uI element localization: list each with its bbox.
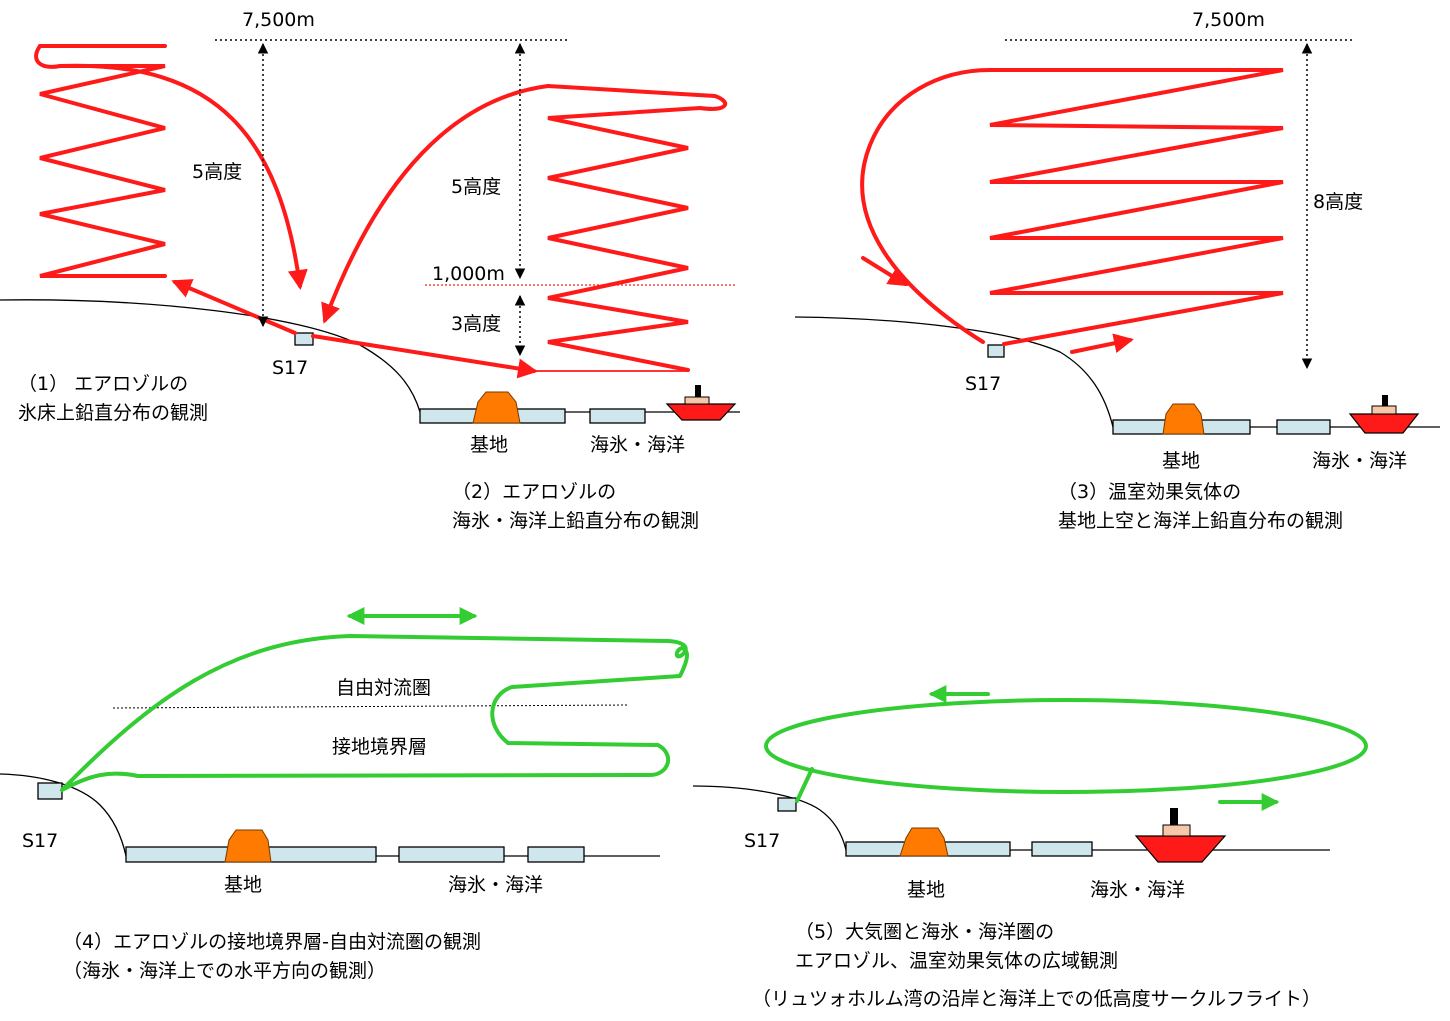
panel4-caption-line1: （4）エアロゾルの接地境界層-自由対流圏の観測 — [63, 931, 481, 953]
panel3-caption-line2: 基地上空と海洋上鉛直分布の観測 — [1058, 510, 1344, 532]
panel1-caption: （1） エアロゾルの 氷床上鉛直分布の観測 — [18, 370, 208, 428]
panel3-altitude-guides — [1005, 39, 1355, 370]
altitude-low-levels-label: 3高度 — [451, 313, 502, 335]
panel3-caption: （3）温室効果気体の 基地上空と海洋上鉛直分布の観測 — [1058, 478, 1343, 536]
s17-label-1: S17 — [272, 357, 309, 379]
panel4-flight — [60, 607, 689, 792]
altitude-7500-label-1: 7,500m — [242, 9, 315, 31]
panel3-flight — [860, 68, 1284, 354]
panel2-caption: （2）エアロゾルの 海氷・海洋上鉛直分布の観測 — [452, 478, 699, 536]
sea-label-3: 海氷・海洋 — [1312, 450, 1408, 472]
panel2-flight — [311, 84, 728, 379]
panel4-caption: （4）エアロゾルの接地境界層-自由対流圏の観測 （海氷・海洋上での水平方向の観測… — [63, 928, 481, 986]
panel5-note: （リュツォホルム湾の沿岸と海洋上での低高度サークルフライト） — [752, 988, 1322, 1010]
sea-label-4: 海氷・海洋 — [448, 874, 544, 896]
s17-station-4 — [37, 782, 63, 800]
panel1-2-terrain — [0, 299, 740, 424]
panel5-caption-line2: エアロゾル、温室効果気体の広域観測 — [795, 950, 1119, 972]
altitude-levels-label-1: 5高度 — [192, 161, 243, 183]
s17-station-1 — [294, 332, 314, 346]
altitude-levels-label-2: 5高度 — [451, 176, 502, 198]
s17-station-5 — [777, 797, 797, 812]
panel3-caption-line1: （3）温室効果気体の — [1058, 481, 1242, 503]
base-label-2: 基地 — [470, 434, 509, 456]
altitude-levels-label-3: 8高度 — [1313, 191, 1364, 213]
base-label-4: 基地 — [224, 874, 263, 896]
s17-label-5: S17 — [744, 830, 781, 852]
panel4-caption-line2: （海氷・海洋上での水平方向の観測） — [63, 960, 387, 982]
base-label-5: 基地 — [907, 879, 946, 901]
altitude-7500-label-3: 7,500m — [1192, 9, 1265, 31]
panel5-caption-line1: （5）大気圏と海氷・海洋圏の — [795, 921, 1055, 943]
s17-station-3 — [987, 344, 1005, 358]
panel1-flight — [34, 44, 308, 335]
free-troposphere-label: 自由対流圏 — [336, 677, 432, 699]
panel1-caption-line1: （1） エアロゾルの — [18, 373, 189, 395]
panel2-caption-line2: 海氷・海洋上鉛直分布の観測 — [452, 510, 700, 532]
panel5-flight — [764, 685, 1368, 811]
panel2-caption-line1: （2）エアロゾルの — [452, 481, 617, 503]
s17-label-4: S17 — [22, 830, 59, 852]
base-label-3: 基地 — [1162, 450, 1201, 472]
panel1-caption-line2: 氷床上鉛直分布の観測 — [18, 402, 209, 424]
sea-label-2: 海氷・海洋 — [590, 434, 686, 456]
sea-label-5: 海氷・海洋 — [1090, 879, 1186, 901]
panel4-terrain — [0, 773, 660, 863]
panel5-caption: （5）大気圏と海氷・海洋圏の エアロゾル、温室効果気体の広域観測 — [795, 918, 1118, 976]
panel3-terrain — [794, 316, 1440, 435]
boundary-layer-label: 接地境界層 — [332, 736, 428, 758]
s17-label-3: S17 — [965, 373, 1002, 395]
panel1-2-altitude-guides — [215, 39, 735, 357]
panel5-terrain — [692, 785, 1330, 863]
altitude-1000-label: 1,000m — [432, 263, 505, 285]
